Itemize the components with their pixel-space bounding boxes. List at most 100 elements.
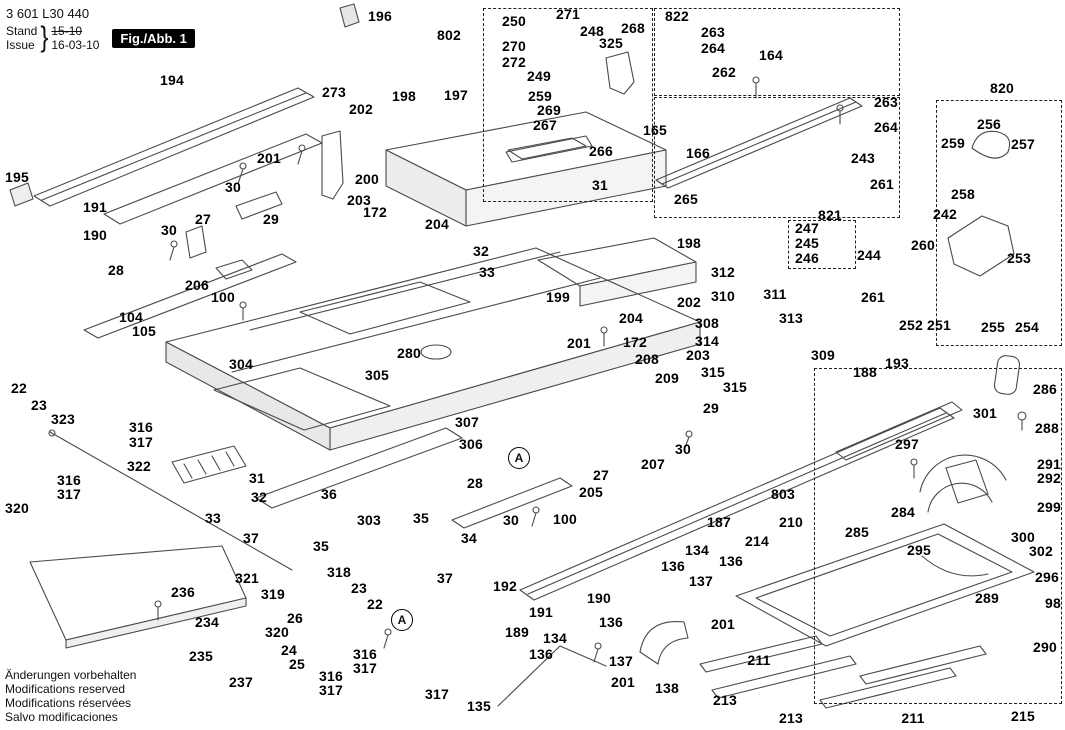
part-callout-33: 33 [479, 264, 495, 280]
part-callout-316: 316 [319, 668, 343, 684]
part-callout-208: 208 [635, 351, 659, 367]
part-callout-23: 23 [31, 397, 47, 413]
part-callout-312: 312 [711, 264, 735, 280]
part-callout-98: 98 [1045, 595, 1061, 611]
part-callout-244: 244 [857, 247, 881, 263]
part-callout-321: 321 [235, 570, 259, 586]
part-callout-284: 284 [891, 504, 915, 520]
part-callout-242: 242 [933, 206, 957, 222]
part-callout-316: 316 [353, 646, 377, 662]
part-callout-266: 266 [589, 143, 613, 159]
part-callout-261: 261 [870, 176, 894, 192]
part-callout-258: 258 [951, 186, 975, 202]
part-callout-235: 235 [189, 648, 213, 664]
part-callout-314: 314 [695, 333, 719, 349]
part-callout-259: 259 [528, 88, 552, 104]
part-callout-203: 203 [686, 347, 710, 363]
part-callout-138: 138 [655, 680, 679, 696]
part-callout-317: 317 [57, 486, 81, 502]
part-callout-35: 35 [313, 538, 329, 554]
part-callout-320: 320 [265, 624, 289, 640]
part-callout-290: 290 [1033, 639, 1057, 655]
part-callout-195: 195 [5, 169, 29, 185]
part-callout-315: 315 [723, 379, 747, 395]
part-callout-204: 204 [425, 216, 449, 232]
part-callout-213: 213 [779, 710, 803, 726]
part-callout-136: 136 [599, 614, 623, 630]
part-callout-257: 257 [1011, 136, 1035, 152]
part-callout-200: 200 [355, 171, 379, 187]
part-callout-28: 28 [467, 475, 483, 491]
part-callout-201: 201 [611, 674, 635, 690]
part-callout-323: 323 [51, 411, 75, 427]
part-callout-199: 199 [546, 289, 570, 305]
part-callout-189: 189 [505, 624, 529, 640]
part-callout-285: 285 [845, 524, 869, 540]
part-callout-213: 213 [713, 692, 737, 708]
part-callout-211: 211 [901, 710, 925, 726]
assembly-box-802 [483, 8, 653, 202]
assembly-box-822 [654, 8, 900, 96]
part-callout-203: 203 [347, 192, 371, 208]
part-callout-202: 202 [677, 294, 701, 310]
part-callout-30: 30 [503, 512, 519, 528]
part-callout-269: 269 [537, 102, 561, 118]
part-callout-202: 202 [349, 101, 373, 117]
part-callout-250: 250 [502, 13, 526, 29]
part-callout-286: 286 [1033, 381, 1057, 397]
part-callout-243: 243 [851, 150, 875, 166]
part-callout-193: 193 [885, 355, 909, 371]
part-callout-32: 32 [251, 489, 267, 505]
part-callout-301: 301 [973, 405, 997, 421]
part-callout-188: 188 [853, 364, 877, 380]
part-callout-315: 315 [701, 364, 725, 380]
part-callout-247: 247 [795, 220, 819, 236]
part-callout-205: 205 [579, 484, 603, 500]
part-callout-310: 310 [711, 288, 735, 304]
part-callout-318: 318 [327, 564, 351, 580]
part-callout-166: 166 [686, 145, 710, 161]
part-callout-30: 30 [225, 179, 241, 195]
part-callout-263: 263 [701, 24, 725, 40]
part-callout-303: 303 [357, 512, 381, 528]
footer-note: Modifications réservées [5, 696, 132, 710]
part-callout-251: 251 [927, 317, 951, 333]
part-callout-270: 270 [502, 38, 526, 54]
part-callout-299: 299 [1037, 499, 1061, 515]
part-callout-27: 27 [195, 211, 211, 227]
part-callout-30: 30 [161, 222, 177, 238]
part-callout-262: 262 [712, 64, 736, 80]
part-callout-136: 136 [529, 646, 553, 662]
part-callout-313: 313 [779, 310, 803, 326]
part-callout-134: 134 [543, 630, 567, 646]
part-callout-26: 26 [287, 610, 303, 626]
part-callout-272: 272 [502, 54, 526, 70]
part-callout-297: 297 [895, 436, 919, 452]
part-callout-22: 22 [11, 380, 27, 396]
detail-marker-A: A [391, 609, 413, 631]
footer-note: Salvo modificaciones [5, 710, 118, 724]
footer-note: Änderungen vorbehalten [5, 668, 137, 682]
part-callout-164: 164 [759, 47, 783, 63]
part-callout-137: 137 [689, 573, 713, 589]
part-callout-207: 207 [641, 456, 665, 472]
part-callout-288: 288 [1035, 420, 1059, 436]
revision-brace: } [40, 21, 49, 54]
part-callout-300: 300 [1011, 529, 1035, 545]
part-callout-305: 305 [365, 367, 389, 383]
part-callout-165: 165 [643, 122, 667, 138]
part-callout-237: 237 [229, 674, 253, 690]
part-callout-201: 201 [567, 335, 591, 351]
part-callout-194: 194 [160, 72, 184, 88]
part-callout-256: 256 [977, 116, 1001, 132]
part-callout-253: 253 [1007, 250, 1031, 266]
part-callout-191: 191 [529, 604, 553, 620]
assembly-box-821 [654, 97, 900, 218]
part-callout-302: 302 [1029, 543, 1053, 559]
part-callout-308: 308 [695, 315, 719, 331]
part-callout-264: 264 [874, 119, 898, 135]
part-callout-37: 37 [437, 570, 453, 586]
part-callout-198: 198 [677, 235, 701, 251]
part-callout-100: 100 [553, 511, 577, 527]
